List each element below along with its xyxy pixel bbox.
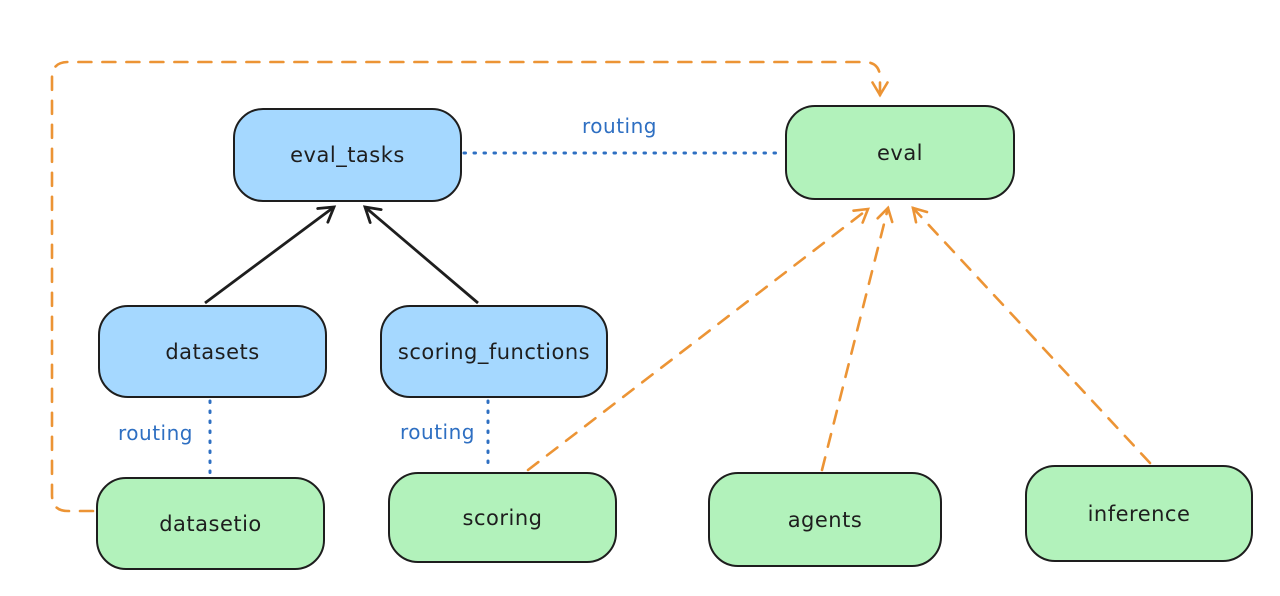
node-inference: inference bbox=[1025, 465, 1253, 562]
edge-scoring-functions-to-eval-tasks bbox=[362, 205, 479, 305]
node-scoring-functions: scoring_functions bbox=[380, 305, 608, 398]
node-eval-tasks: eval_tasks bbox=[233, 108, 462, 202]
node-datasets-label: datasets bbox=[165, 339, 260, 364]
node-eval-label: eval bbox=[876, 140, 924, 165]
edge-inference-to-eval bbox=[911, 206, 1152, 465]
node-eval: eval bbox=[785, 105, 1015, 200]
node-datasets: datasets bbox=[98, 305, 327, 398]
edge-scoring-to-eval bbox=[526, 207, 871, 472]
edge-datasets-to-eval-tasks bbox=[204, 205, 337, 305]
node-agents: agents bbox=[708, 472, 942, 567]
node-eval-tasks-label: eval_tasks bbox=[290, 143, 405, 167]
routing-label-scoring-functions-scoring: routing bbox=[400, 420, 475, 444]
node-scoring: scoring bbox=[388, 472, 617, 563]
edge-datasetio-to-eval bbox=[50, 60, 889, 513]
node-scoring-functions-label: scoring_functions bbox=[397, 339, 591, 364]
routing-label-datasets-datasetio: routing bbox=[118, 421, 193, 445]
node-scoring-label: scoring bbox=[462, 505, 543, 530]
node-agents-label: agents bbox=[787, 507, 863, 532]
node-inference-label: inference bbox=[1087, 501, 1191, 526]
node-datasetio: datasetio bbox=[96, 477, 325, 570]
edge-agents-to-eval bbox=[820, 205, 894, 472]
routing-label-eval-tasks-eval: routing bbox=[582, 114, 657, 138]
node-datasetio-label: datasetio bbox=[159, 511, 262, 536]
